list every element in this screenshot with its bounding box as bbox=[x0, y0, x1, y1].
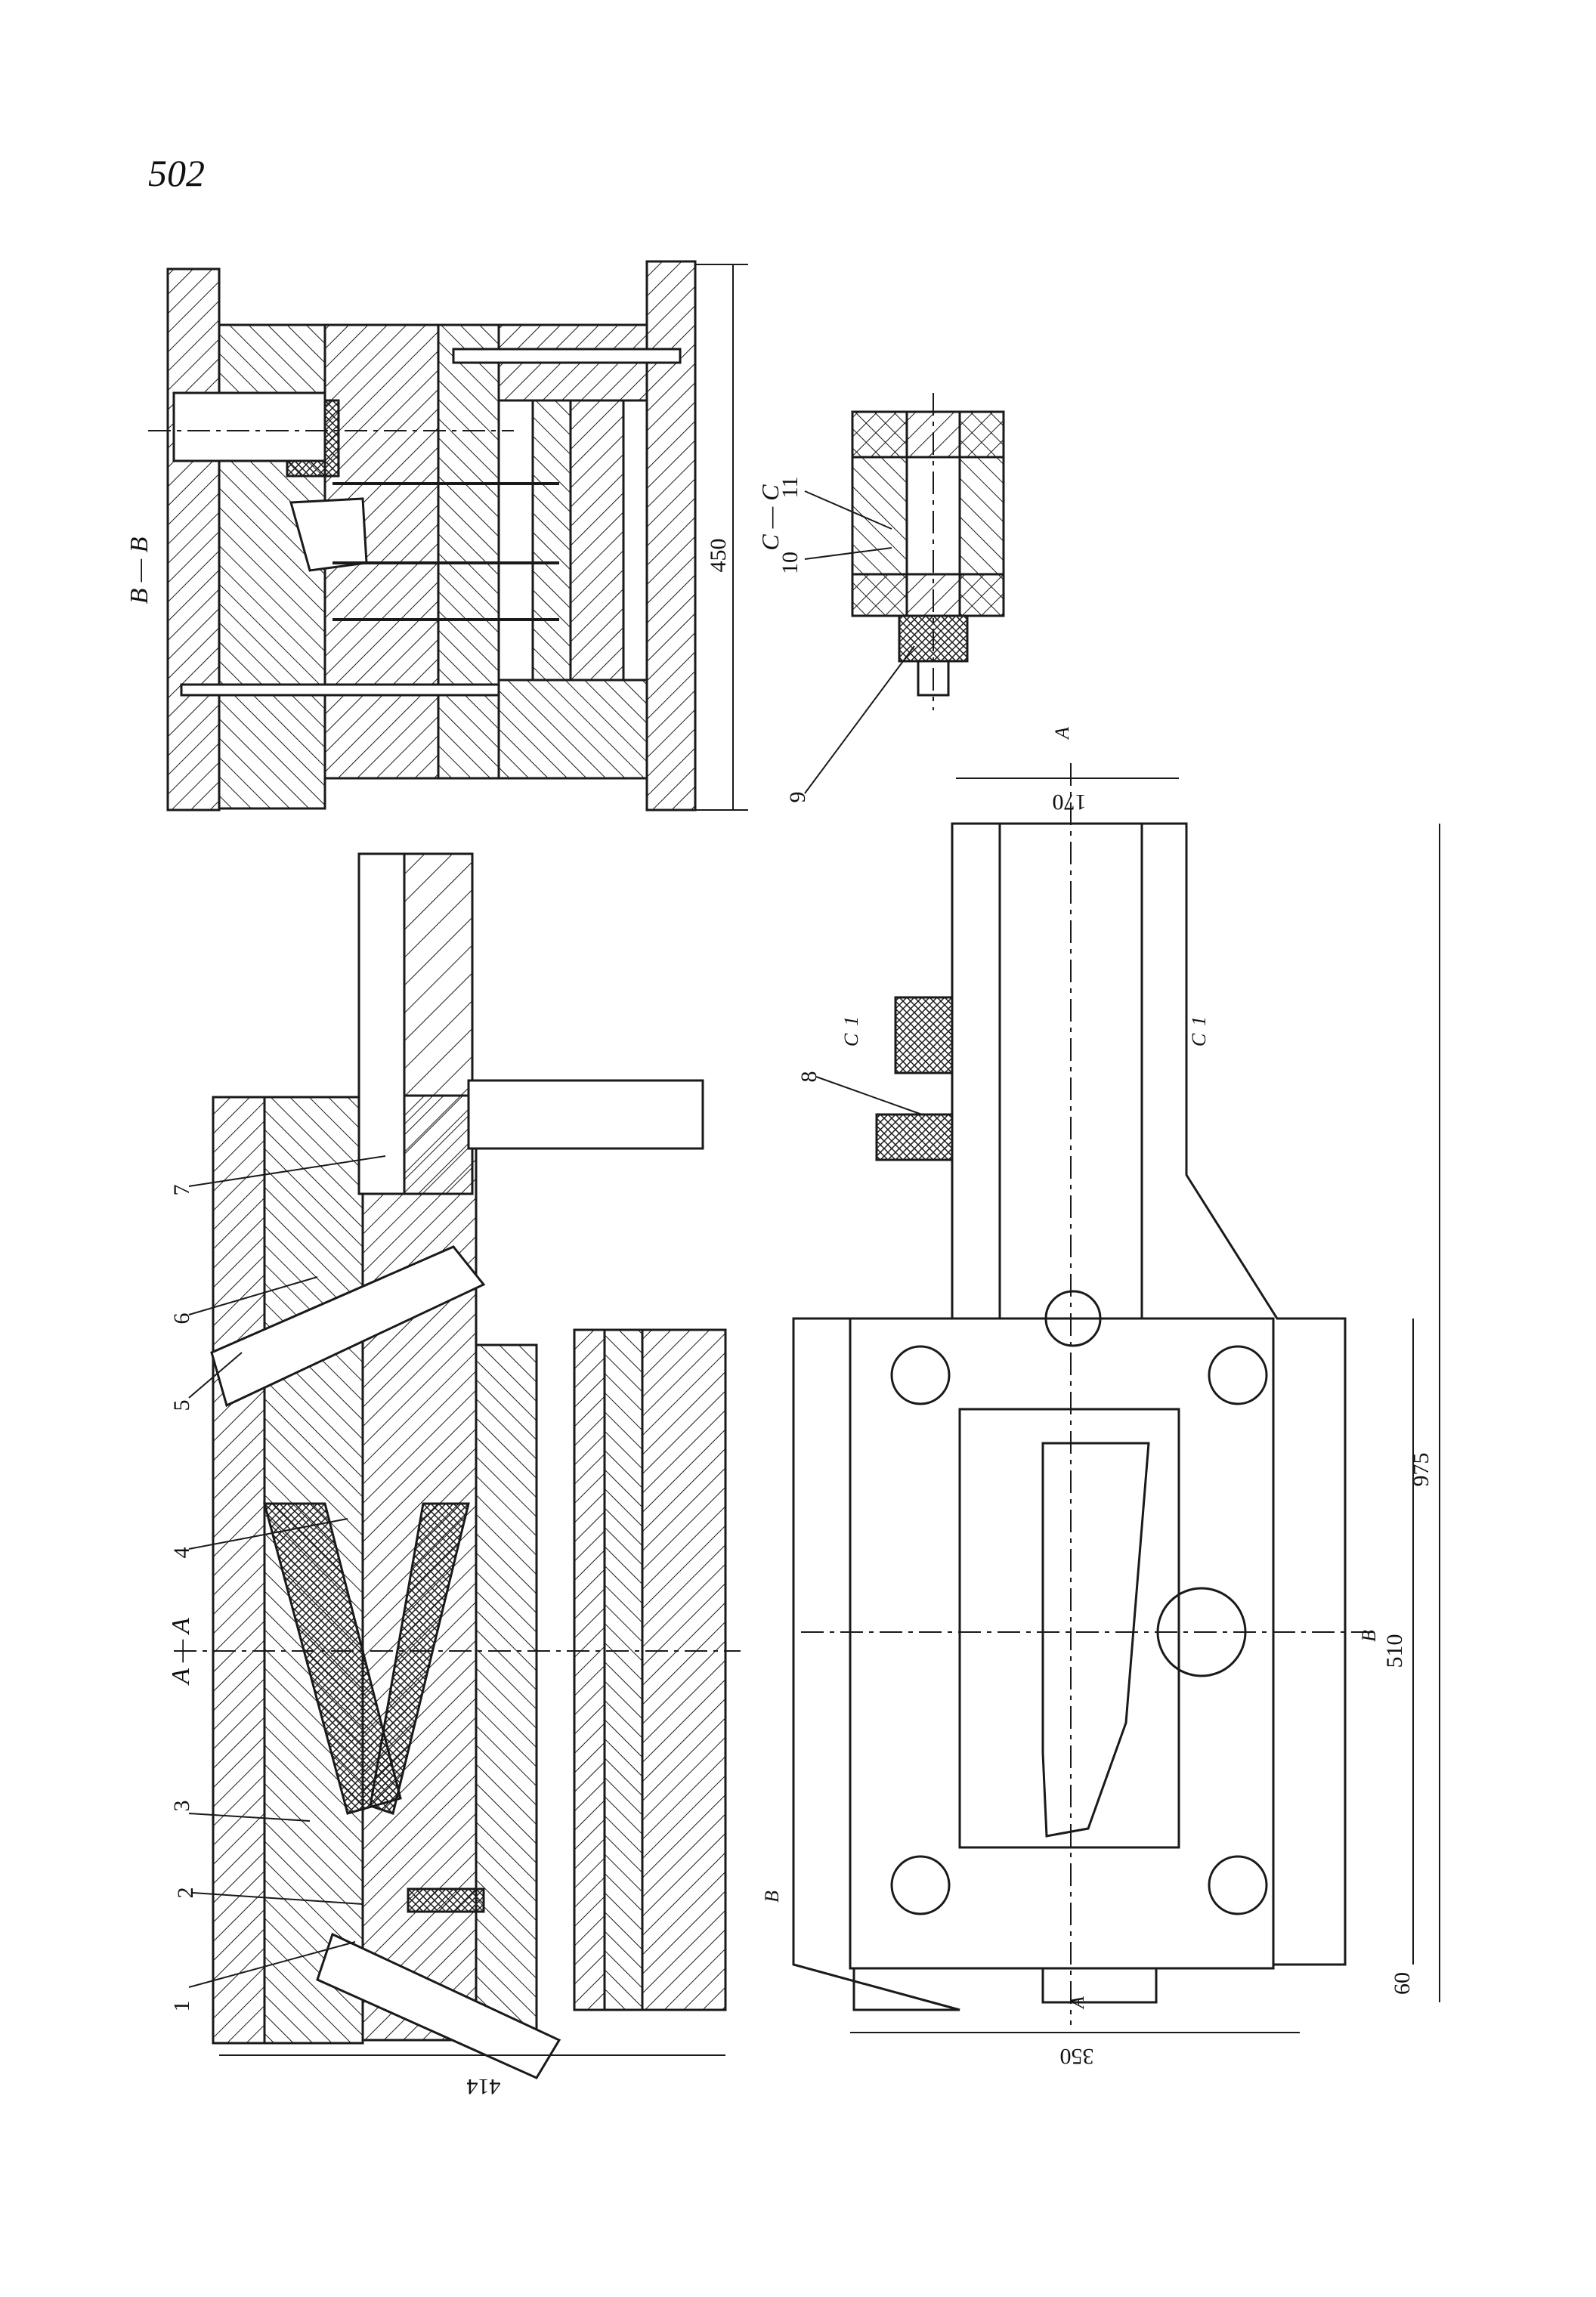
leader-5 bbox=[188, 1352, 243, 1399]
page-number: 502 bbox=[148, 152, 205, 194]
section-aa-view bbox=[174, 852, 741, 2079]
leader-4 bbox=[188, 1518, 348, 1550]
part-number-9: 9 bbox=[785, 792, 810, 803]
part-number-2: 2 bbox=[173, 1887, 198, 1899]
part-number-6: 6 bbox=[169, 1313, 194, 1325]
aa-cavity-profile bbox=[369, 1502, 470, 1815]
plan-cylinder-block bbox=[894, 996, 954, 1074]
bb-ejector-retainer bbox=[531, 399, 572, 682]
aa-spring bbox=[407, 1887, 485, 1913]
cc-section-label: C — C bbox=[756, 484, 784, 551]
plan-part-8-block bbox=[875, 1113, 954, 1161]
leader-7 bbox=[188, 1155, 386, 1187]
bb-ejector-plate bbox=[569, 399, 625, 682]
bb-bolt-bottom bbox=[180, 683, 500, 697]
bb-right-clamp-plate bbox=[645, 260, 697, 812]
bb-core-plate bbox=[437, 323, 500, 780]
aa-ejector-plate bbox=[603, 1328, 644, 2011]
part-number-7: 7 bbox=[169, 1185, 194, 1196]
aa-section-label: A — A bbox=[167, 1618, 195, 1686]
leader-11 bbox=[804, 490, 892, 530]
dim-170: 170 bbox=[1053, 790, 1087, 815]
dim-350: 350 bbox=[1060, 2044, 1094, 2069]
plan-guide-hole-1 bbox=[890, 1345, 951, 1405]
cutting-mark-c-left: C1 bbox=[840, 1016, 862, 1046]
part-number-4: 4 bbox=[169, 1547, 194, 1559]
leader-8 bbox=[815, 1076, 923, 1115]
bb-bolt-top bbox=[452, 348, 682, 364]
aa-support-plate bbox=[475, 1343, 538, 2042]
part-number-8: 8 bbox=[796, 1071, 821, 1083]
plan-guide-hole-4 bbox=[1208, 1855, 1268, 1915]
aa-slide-rail bbox=[357, 852, 406, 1195]
bb-sprue-bush bbox=[172, 391, 326, 462]
aa-bottom-plate bbox=[641, 1328, 727, 2011]
leader-10 bbox=[804, 547, 892, 560]
leader-9 bbox=[804, 645, 915, 794]
aa-ejector-retainer bbox=[573, 1328, 606, 2011]
leader-3 bbox=[188, 1813, 311, 1822]
aa-angle-pin-1 bbox=[316, 1932, 561, 2079]
dim-975: 975 bbox=[1409, 1453, 1434, 1487]
plan-guide-hole-3 bbox=[890, 1855, 951, 1915]
dim-510: 510 bbox=[1382, 1634, 1407, 1668]
plan-guide-hole-2 bbox=[1208, 1345, 1268, 1405]
plan-view bbox=[792, 763, 1440, 2033]
aa-core-profile bbox=[263, 1502, 402, 1815]
part-number-11: 11 bbox=[778, 477, 803, 499]
leader-6 bbox=[188, 1276, 318, 1315]
leader-lines bbox=[188, 490, 923, 1988]
section-bb-view bbox=[148, 260, 748, 812]
cutting-mark-b-left: B bbox=[761, 1890, 783, 1903]
plan-part-outline bbox=[1041, 1442, 1150, 1838]
part-number-5: 5 bbox=[169, 1400, 194, 1411]
cutting-mark-a-top: A bbox=[1051, 727, 1073, 740]
dim-450: 450 bbox=[706, 539, 731, 573]
bb-section-label: B — B bbox=[125, 536, 153, 604]
dim-60: 60 bbox=[1390, 1972, 1415, 1995]
cc-flange-bottom bbox=[851, 573, 1005, 617]
dim-414: 414 bbox=[467, 2074, 501, 2099]
cc-flange-top bbox=[851, 410, 1005, 459]
part-number-10: 10 bbox=[778, 552, 803, 574]
leader-1 bbox=[188, 1941, 356, 1988]
cutting-mark-c-right: C1 bbox=[1188, 1016, 1210, 1046]
aa-angle-pin-5 bbox=[210, 1245, 486, 1408]
part-number-3: 3 bbox=[169, 1801, 194, 1812]
cutting-mark-a-bottom: A bbox=[1066, 1996, 1088, 2010]
aa-top-clamp-plate bbox=[212, 1096, 266, 2045]
plan-sprue-hole bbox=[1044, 1290, 1102, 1347]
cutting-mark-b-right: B bbox=[1358, 1630, 1380, 1642]
leader-2 bbox=[192, 1892, 363, 1905]
aa-cylinder-rod bbox=[467, 1079, 704, 1150]
section-cc-view bbox=[851, 393, 1005, 710]
bb-left-clamp-plate bbox=[166, 267, 221, 812]
part-number-1: 1 bbox=[169, 2001, 194, 2012]
bb-bottom-block bbox=[497, 679, 648, 780]
